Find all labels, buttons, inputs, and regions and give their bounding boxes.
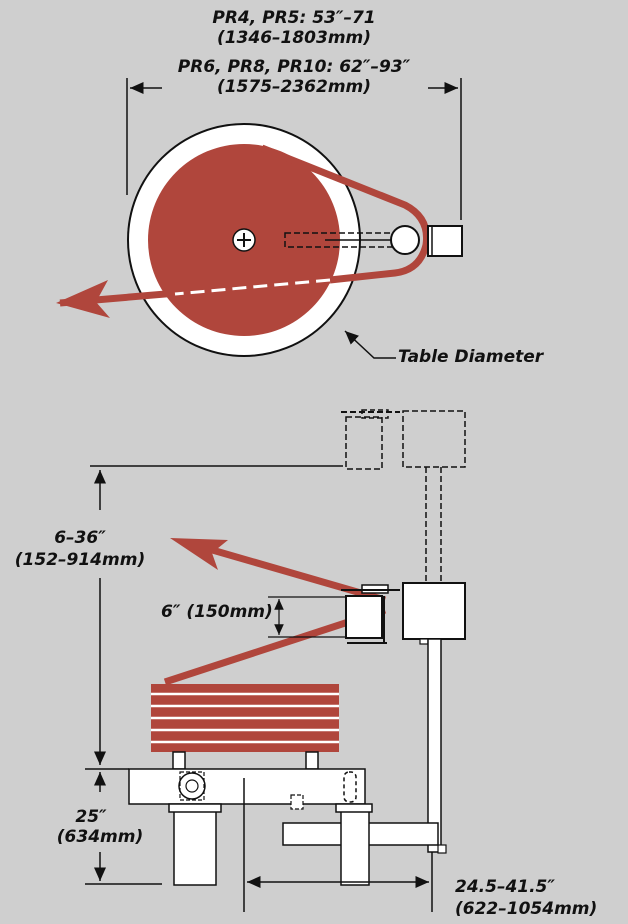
span-label-line1: PR4, PR5: 53″–71 (212, 8, 376, 28)
top-view (56, 78, 463, 359)
head-raised (345, 416, 383, 470)
load-stack (151, 684, 339, 752)
height-label-line1: 25″ (75, 807, 107, 827)
mast (427, 638, 442, 853)
strap-arrowhead-side (170, 538, 228, 570)
leg-left (173, 809, 217, 886)
table-base (128, 768, 366, 805)
head-height-label: 6″ (150mm) (161, 602, 273, 622)
span-label-line4: (1575–2362mm) (216, 77, 372, 97)
strap-tail-dash (174, 278, 331, 296)
head-lower (345, 595, 383, 639)
strap-arrowhead-top (56, 280, 110, 318)
reach-label-line1: 24.5–41.5″ (455, 877, 555, 897)
span-label-line2: (1346–1803mm) (216, 28, 372, 48)
pallet-block-right (305, 751, 319, 770)
side-view (85, 409, 466, 912)
drive-wheel (178, 772, 206, 800)
span-label-line3: PR6, PR8, PR10: 62″–93″ (177, 57, 411, 77)
head-roller (390, 225, 420, 255)
height-label-line2: (634mm) (56, 827, 144, 847)
strap-wrap (260, 144, 431, 284)
stroke-label-line2: (152–914mm) (14, 550, 146, 570)
leg-right (340, 809, 370, 886)
strap-side-out (194, 541, 386, 604)
motor-box (402, 582, 466, 640)
mast-box-top (427, 225, 463, 257)
table-diameter-label: Table Diameter (398, 347, 544, 367)
pallet-block-left (172, 751, 186, 770)
reach-label-line2: (622–1054mm) (455, 899, 598, 919)
table-leader (344, 330, 396, 359)
stroke-label-line1: 6–36″ (54, 528, 106, 548)
motor-raised (402, 410, 466, 468)
